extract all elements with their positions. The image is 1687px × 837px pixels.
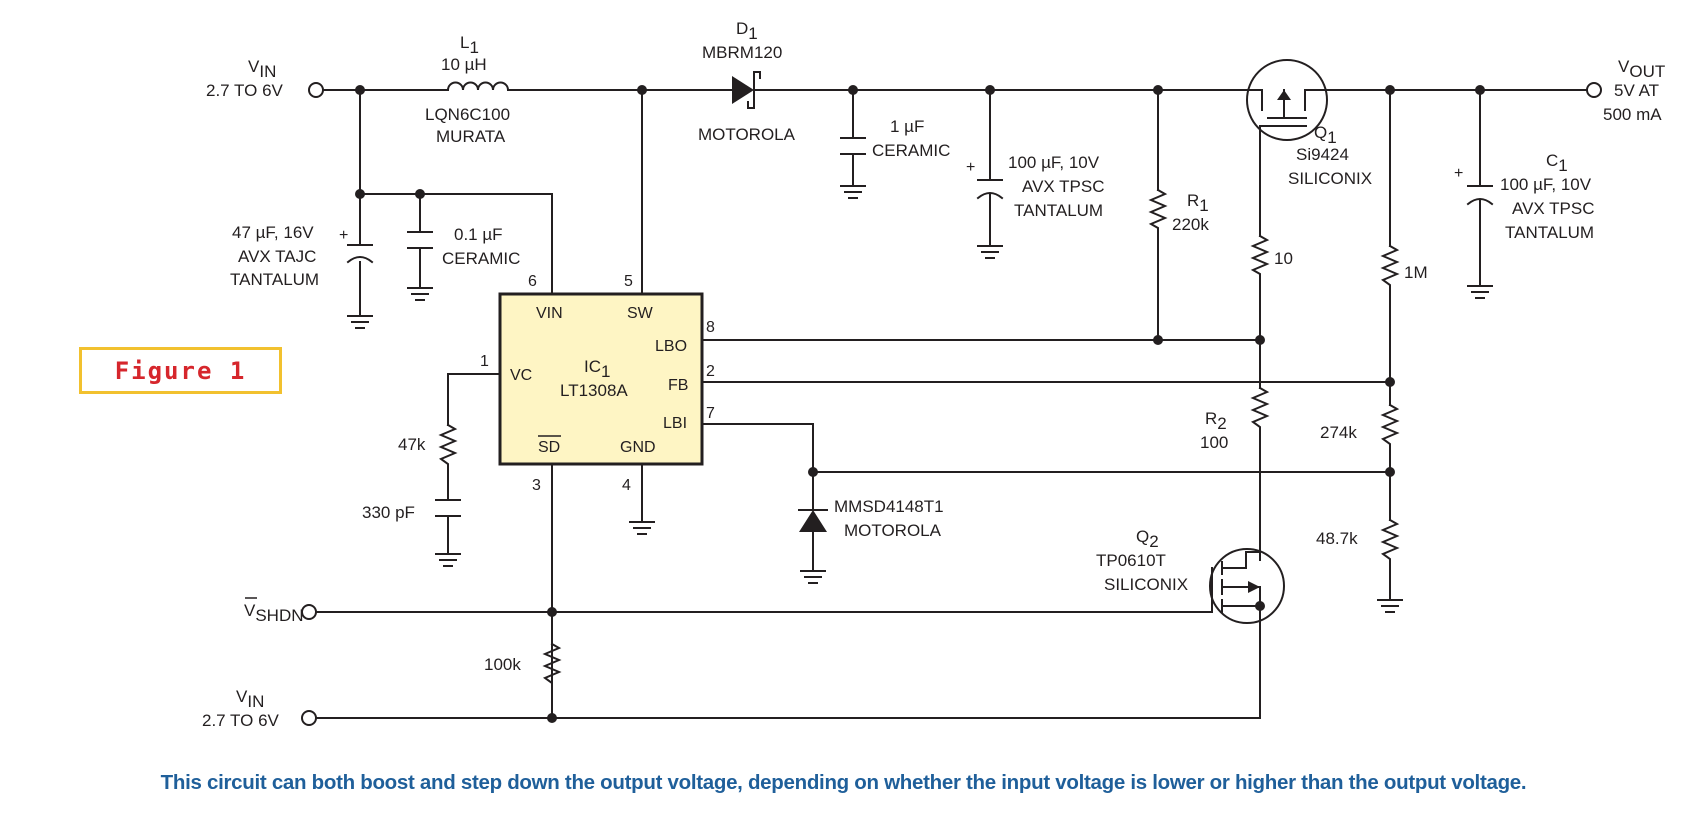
r1-value: 220k [1172,215,1209,234]
q1-maker: SILICONIX [1288,169,1372,188]
l1-value: 10 µH [441,55,487,74]
ic1-pin-sd: SD [538,439,560,456]
c1-type: AVX TPSC [1512,199,1595,218]
resistor-47k [438,423,458,471]
capacitor-0-1uf [407,231,433,255]
r-1m-value: 1M [1404,263,1428,282]
r2-ref: R2 [1205,409,1227,433]
vin-top-terminal [308,82,324,98]
vshdn-name: VSHDN [244,601,304,625]
l1-maker: MURATA [436,127,506,146]
ic1-pin8-number: 8 [706,319,715,336]
capacitor-330pf [435,499,461,517]
svg-text:+: + [1454,165,1463,182]
c-47uf-type: AVX TAJC [238,247,316,266]
vin-bottom-range: 2.7 TO 6V [202,711,280,730]
vin-bottom-terminal [301,710,317,726]
wires [315,89,1588,719]
ic1-pin-fb: FB [668,377,688,394]
q2-maker: SILICONIX [1104,575,1188,594]
svg-text:+: + [966,159,975,176]
d1-part: MBRM120 [702,43,782,62]
c-100uf-mid-type2: TANTALUM [1014,201,1103,220]
q2-part: TP0610T [1096,551,1166,570]
r2-value: 100 [1200,433,1228,452]
ic1-pin4-number: 4 [622,477,631,494]
r1-ref: R1 [1187,191,1209,215]
figure-label: Figure 1 [79,347,282,394]
c-1uf-type: CERAMIC [872,141,950,160]
l1-ref: L1 [460,33,479,57]
mosfet-q2 [1207,548,1285,624]
d-mmsd-maker: MOTOROLA [844,521,942,540]
r-487k-value: 48.7k [1316,529,1358,548]
l1-part: LQN6C100 [425,105,510,124]
ic1-pin-sw: SW [627,305,654,322]
c1-type2: TANTALUM [1505,223,1594,242]
ic1-pin5-number: 5 [624,273,633,290]
resistor-274k [1380,403,1400,451]
vin-top-range: 2.7 TO 6V [206,81,284,100]
c-47uf-type2: TANTALUM [230,270,319,289]
ic1-ref: IC1 [584,357,610,381]
schottky-diode-d1 [732,71,761,109]
c-100uf-mid-value: 100 µF, 10V [1008,153,1100,172]
r-47k-value: 47k [398,435,426,454]
c-1uf-value: 1 µF [890,117,924,136]
c-100uf-mid-type: AVX TPSC [1022,177,1105,196]
vin-top-name: VIN [248,57,276,81]
vshdn-terminal [301,604,317,620]
ic1-pin-gnd: GND [620,439,656,456]
vout-name: VOUT [1618,57,1665,81]
c-330pf-value: 330 pF [362,503,415,522]
vout-rating2: 500 mA [1603,105,1662,124]
capacitor-47uf: + [339,227,374,264]
d-mmsd-part: MMSD4148T1 [834,497,944,516]
ic1-pin-lbo: LBO [655,338,687,355]
ic1-pin1-number: 1 [480,353,489,370]
ic1-pin3-number: 3 [532,477,541,494]
resistor-r2 [1250,386,1270,433]
ic1-body [498,292,704,466]
ic1-part: LT1308A [560,381,628,400]
c1-ref: C1 [1546,151,1568,175]
ic1-pin7-number: 7 [706,405,715,422]
d1-maker: MOTOROLA [698,125,796,144]
vout-rating1: 5V AT [1614,81,1659,100]
mosfet-q1 [1246,59,1328,141]
svg-text:+: + [339,227,348,244]
capacitor-1uf [840,137,866,155]
junction-dots [355,85,1485,723]
ic1-pin6-number: 6 [528,273,537,290]
resistor-48-7k [1380,518,1400,565]
c-47uf-value: 47 µF, 16V [232,223,314,242]
capacitor-100uf-mid: + [966,159,1004,200]
resistor-r1 [1148,188,1168,233]
c-01uf-type: CERAMIC [442,249,520,268]
r-gate-q1-value: 10 [1274,249,1293,268]
q1-part: Si9424 [1296,145,1349,164]
diode-mmsd4148 [798,509,828,532]
capacitor-c1: + [1454,165,1494,206]
vin-bottom-name: VIN [236,687,264,711]
d1-ref: D1 [736,19,758,43]
c1-value: 100 µF, 10V [1500,175,1592,194]
figure-caption: This circuit can both boost and step dow… [160,771,1527,794]
resistor-10 [1250,234,1270,277]
ic1-pin-vc: VC [510,367,532,384]
r-274k-value: 274k [1320,423,1357,442]
c-01uf-value: 0.1 µF [454,225,503,244]
r-100k-value: 100k [484,655,521,674]
ic1-pin-vin: VIN [536,305,563,322]
resistor-1m [1380,244,1400,291]
ic1-pin2-number: 2 [706,363,715,380]
q1-ref: Q1 [1314,123,1337,147]
vout-terminal [1586,82,1602,98]
resistor-100k [542,642,562,689]
q2-ref: Q2 [1136,527,1159,551]
inductor-l1 [446,81,510,92]
ic1-pin-lbi: LBI [663,415,687,432]
